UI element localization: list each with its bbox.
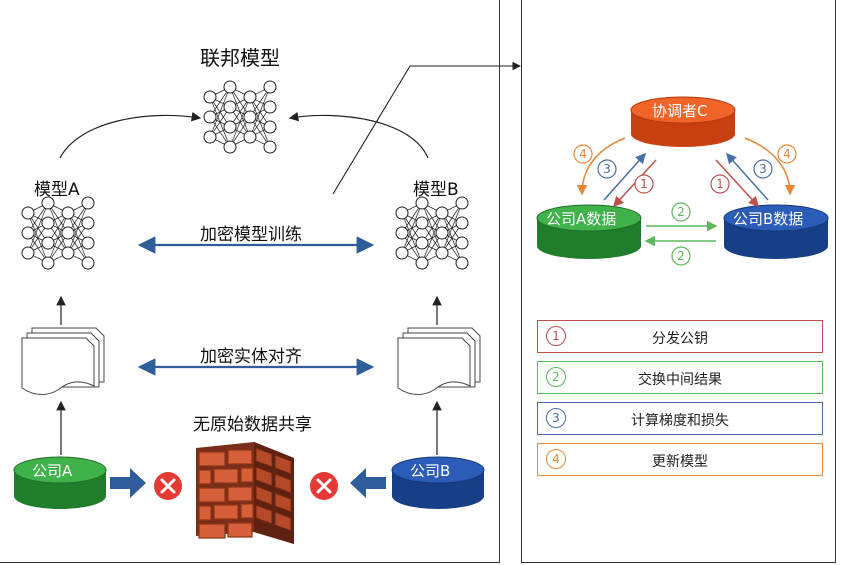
legend-item-3: 3 计算梯度和损失 <box>537 402 823 435</box>
coordinator-cylinder <box>630 96 736 147</box>
svg-text:2: 2 <box>677 205 685 219</box>
arrow-model-a-to-federated <box>59 111 202 159</box>
company-a-label: 公司A <box>32 462 73 480</box>
legend-text-2: 交换中间结果 <box>638 372 722 388</box>
legend-item-1: 1 分发公钥 <box>537 320 823 353</box>
company-a-data-cylinder <box>536 204 642 259</box>
step4-arrow-a <box>576 137 626 196</box>
svg-text:2: 2 <box>677 249 685 263</box>
legend-num-3: 3 <box>546 408 566 428</box>
legend-text-1: 分发公钥 <box>652 331 708 347</box>
step3-arrow-a <box>603 152 646 201</box>
legend-num-4: 4 <box>546 449 566 469</box>
blocked-x-icon-b <box>310 472 338 500</box>
step4-label-b: 4 <box>777 144 797 164</box>
svg-text:4: 4 <box>783 147 791 161</box>
encrypted-training-label: 加密模型训练 <box>200 225 302 245</box>
connector-line <box>332 61 522 195</box>
company-b-label: 公司B <box>410 462 451 480</box>
step3-label-b: 3 <box>753 159 773 179</box>
step1-label-b: 1 <box>710 174 730 194</box>
step1-arrow-b <box>715 159 760 208</box>
svg-text:4: 4 <box>579 147 587 161</box>
federated-model-title: 联邦模型 <box>200 46 280 70</box>
step1-label-a: 1 <box>634 174 654 194</box>
svg-text:1: 1 <box>640 177 648 191</box>
docs-a-icon <box>21 327 105 396</box>
block-arrow-a <box>110 468 146 498</box>
company-b-cylinder <box>391 456 485 509</box>
svg-text:3: 3 <box>759 162 767 176</box>
svg-text:1: 1 <box>716 177 724 191</box>
step2-label-top: 2 <box>671 202 691 222</box>
company-a-cylinder <box>13 456 107 509</box>
legend-num-1: 1 <box>546 326 566 346</box>
step3-arrow-b <box>726 152 769 201</box>
legend-text-3: 计算梯度和损失 <box>631 413 729 429</box>
step2-label-bottom: 2 <box>671 246 691 266</box>
block-arrow-b <box>350 468 386 498</box>
legend-text-4: 更新模型 <box>652 454 708 470</box>
model-a-label: 模型A <box>34 180 80 200</box>
step4-arrow-b <box>744 137 796 196</box>
step4-label-a: 4 <box>573 144 593 164</box>
company-b-data-cylinder <box>723 204 829 259</box>
blocked-x-icon-a <box>154 472 182 500</box>
step3-label-a: 3 <box>597 159 617 179</box>
docs-b-icon <box>397 327 481 396</box>
firewall-icon <box>196 442 294 544</box>
company-a-data-label: 公司A数据 <box>546 210 617 228</box>
svg-text:3: 3 <box>603 162 611 176</box>
model-b-label: 模型B <box>413 180 459 200</box>
encrypted-alignment-label: 加密实体对齐 <box>200 347 302 367</box>
legend-item-2: 2 交换中间结果 <box>537 361 823 394</box>
coordinator-label: 协调者C <box>652 102 708 120</box>
legend-item-4: 4 更新模型 <box>537 443 823 476</box>
legend-num-2: 2 <box>546 367 566 387</box>
arrow-model-b-to-federated <box>288 111 429 159</box>
company-b-data-label: 公司B数据 <box>733 210 804 228</box>
model-b-network-icon <box>395 196 469 270</box>
federated-model-network-icon <box>203 80 277 154</box>
model-a-network-icon <box>21 196 95 270</box>
no-raw-data-sharing-label: 无原始数据共享 <box>193 415 312 435</box>
